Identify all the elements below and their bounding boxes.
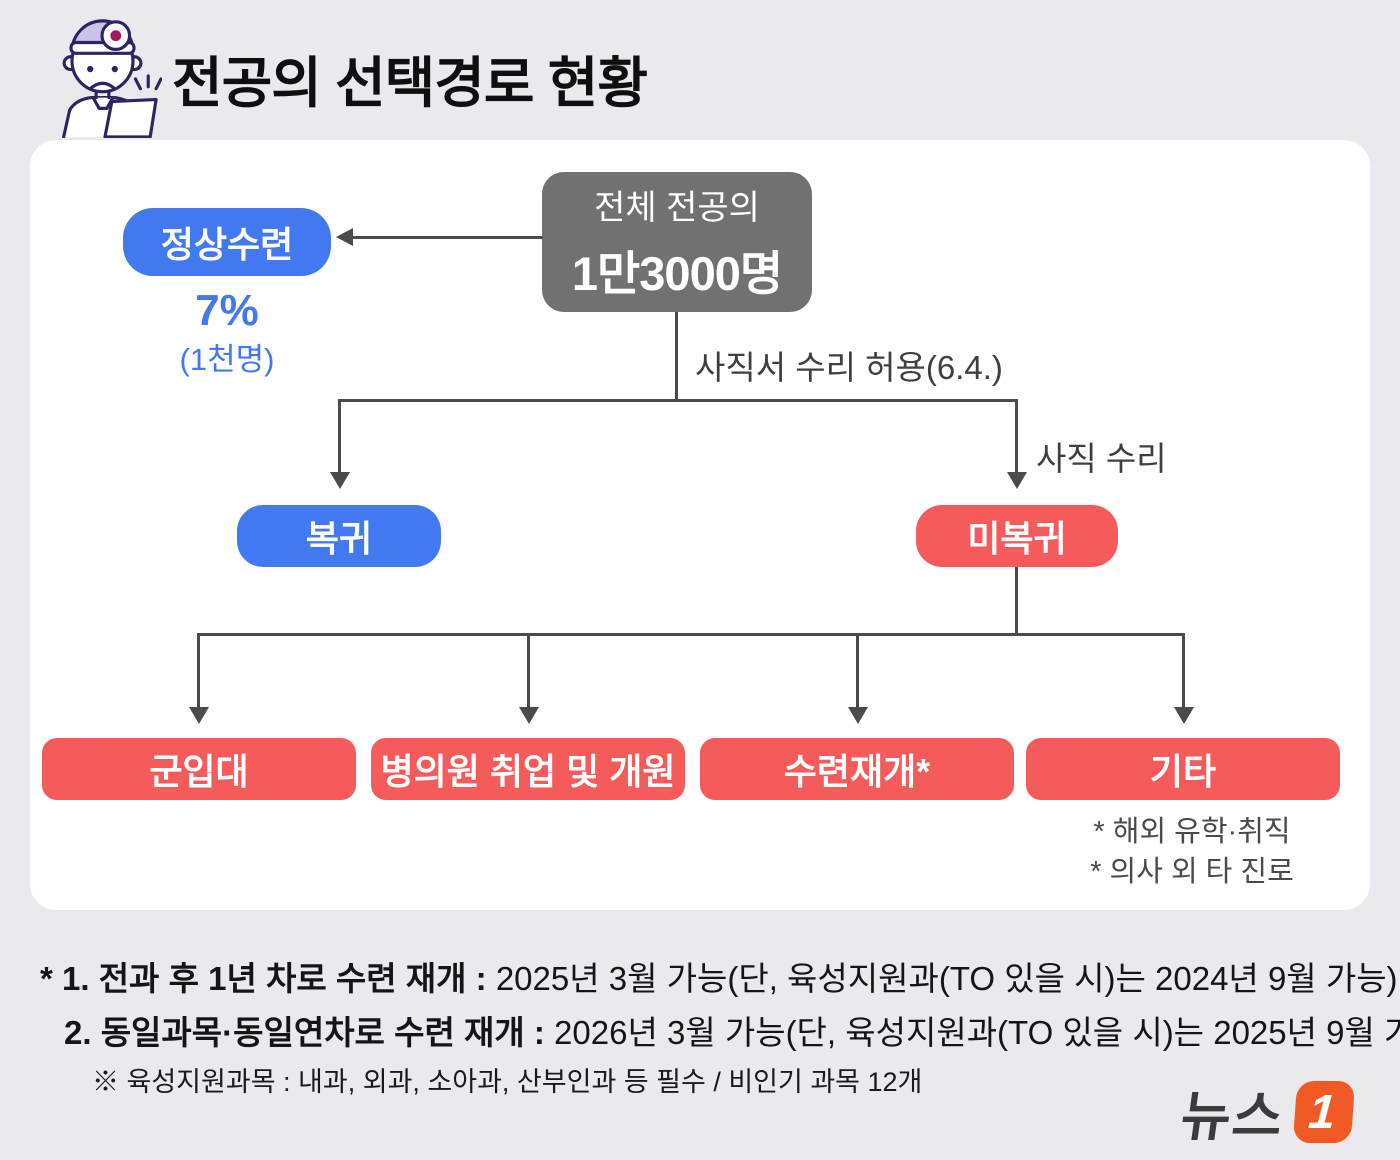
- node-no-return: 미복귀: [916, 505, 1118, 567]
- outcome-label: 수련재개*: [783, 751, 931, 792]
- note-line-3: ※ 육성지원과목 : 내과, 외과, 소아과, 산부인과 등 필수 / 비인기 …: [92, 1067, 923, 1097]
- total-residents-caption: 전체 전공의: [594, 189, 760, 227]
- node-return: 복귀: [237, 505, 441, 567]
- arrowhead-down-icon: [330, 472, 350, 489]
- connector-root-stem: [675, 312, 678, 402]
- node-normal-training: 정상수련: [123, 208, 331, 276]
- normal-training-count: (1천명): [179, 342, 275, 377]
- news1-logo-text: 뉴스: [1177, 1087, 1289, 1147]
- return-label: 복귀: [305, 518, 373, 559]
- note-line-1-lead: * 1. 전과 후 1년 차로 수련 재개 :: [40, 960, 487, 997]
- arrowhead-down-icon: [1007, 472, 1027, 489]
- note-line-2: 2. 동일과목·동일연차로 수련 재개 : 2026년 3월 가능(단, 육성지…: [64, 1006, 1400, 1054]
- node-outcome-army: 군입대: [42, 738, 356, 800]
- page-title: 전공의 선택경로 현황: [172, 52, 648, 114]
- news1-logo-badge-number: 1: [1307, 1085, 1338, 1138]
- etc-footnotes: * 해외 유학·취직 * 의사 외 타 진로: [1042, 812, 1342, 892]
- arrowhead-down-icon: [519, 707, 539, 724]
- arrowhead-left-icon: [336, 228, 353, 246]
- arrowhead-down-icon: [848, 707, 868, 724]
- doctor-icon: [44, 6, 163, 143]
- news1-logo-badge: 1: [1293, 1080, 1356, 1143]
- etc-footnote-line: * 해외 유학·취직: [1093, 816, 1291, 848]
- note-line-2-lead: 2. 동일과목·동일연차로 수련 재개 :: [64, 1014, 545, 1051]
- node-total-residents: 전체 전공의 1만3000명: [542, 172, 812, 312]
- connector-branch-bar-1: [338, 399, 1018, 402]
- note-line-1: * 1. 전과 후 1년 차로 수련 재개 : 2025년 3월 가능(단, 육…: [40, 952, 1400, 1000]
- outcome-label: 군입대: [149, 751, 249, 792]
- node-outcome-clinic: 병의원 취업 및 개원: [371, 738, 685, 800]
- arrowhead-down-icon: [1174, 707, 1194, 724]
- outcome-label: 기타: [1149, 751, 1217, 792]
- node-outcome-etc: 기타: [1026, 738, 1340, 800]
- note-line-2-rest: 2026년 3월 가능(단, 육성지원과(TO 있을 시)는 2025년 9월 …: [544, 1014, 1400, 1051]
- node-outcome-resume-training: 수련재개*: [700, 738, 1014, 800]
- total-residents-count: 1만3000명: [571, 247, 783, 300]
- edge-label-resignation-allowed: 사직서 수리 허용(6.4.): [695, 349, 1003, 386]
- connector-drop-resume: [856, 633, 859, 708]
- arrowhead-down-icon: [189, 707, 209, 724]
- connector-drop-etc: [1182, 633, 1185, 708]
- no-return-label: 미복귀: [967, 518, 1067, 559]
- note-line-1-rest: 2025년 3월 가능(단, 육성지원과(TO 있을 시)는 2024년 9월 …: [486, 960, 1400, 997]
- connector-drop-clinic: [527, 633, 530, 708]
- connector-total-to-normal: [352, 236, 543, 239]
- edge-label-resignation-accepted: 사직 수리: [1036, 440, 1167, 477]
- connector-drop-noreturn: [1015, 399, 1018, 473]
- etc-footnote-line: * 의사 외 타 진로: [1090, 856, 1294, 888]
- connector-drop-army: [197, 633, 200, 708]
- connector-drop-return: [338, 399, 341, 473]
- news1-logo: 뉴스 1: [1177, 1072, 1356, 1151]
- normal-training-percent: 7%: [195, 286, 259, 335]
- connector-noreturn-stem: [1015, 567, 1018, 636]
- outcome-label: 병의원 취업 및 개원: [380, 751, 676, 792]
- connector-branch-bar-2: [197, 633, 1185, 636]
- normal-training-label: 정상수련: [160, 224, 294, 265]
